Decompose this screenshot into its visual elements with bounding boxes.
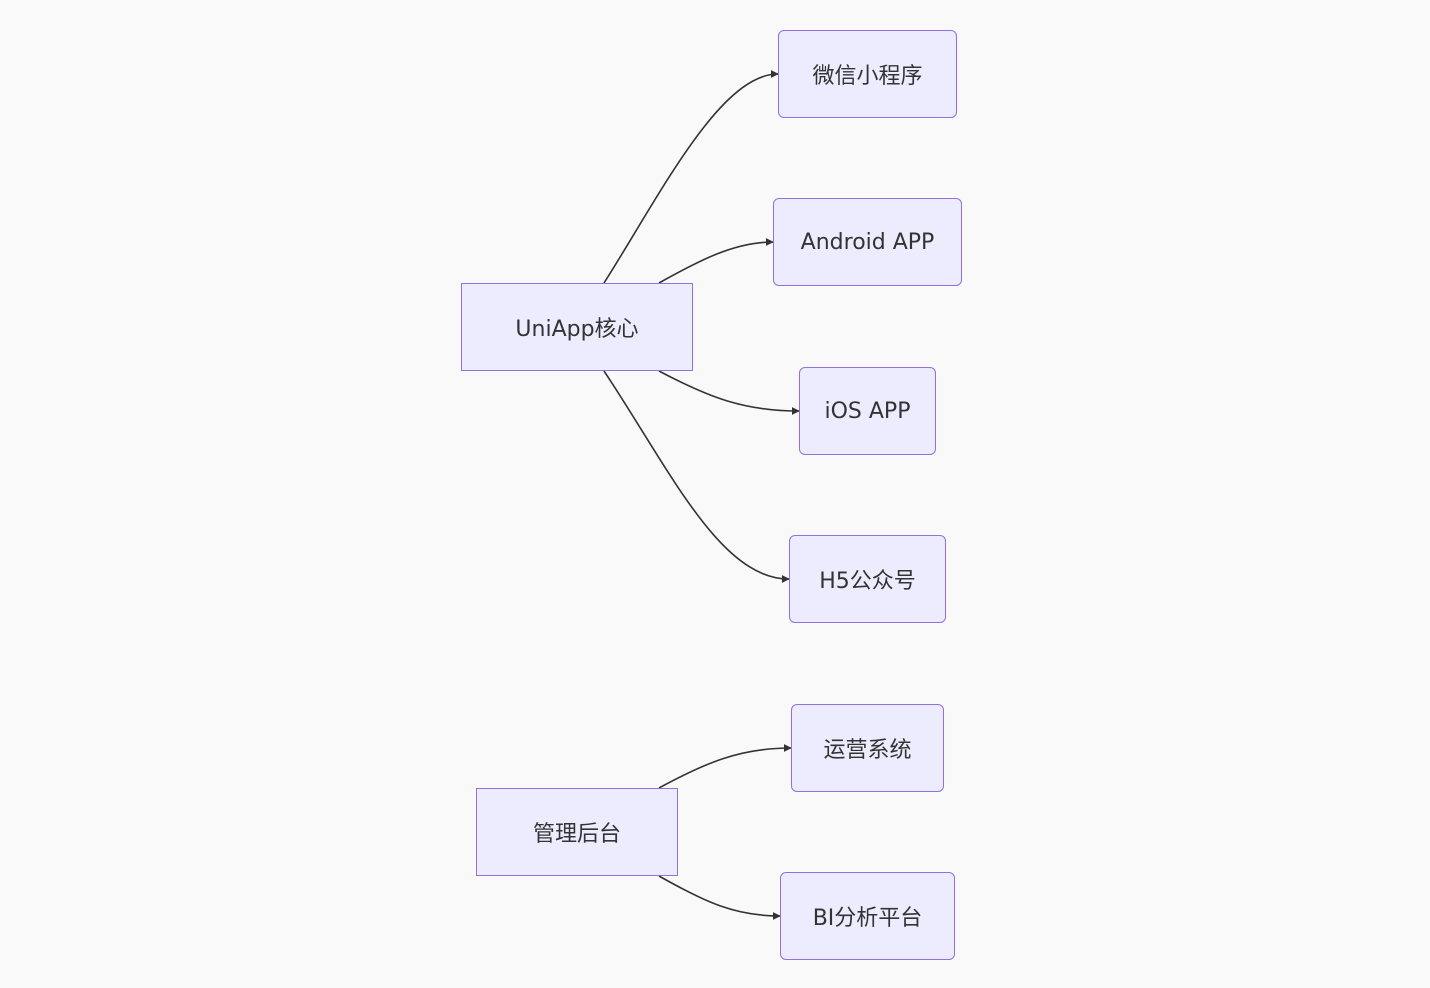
node-android-app: Android APP <box>773 198 962 286</box>
edge-uniapp-to-android <box>658 238 774 284</box>
edge-uniapp-to-wechat <box>603 70 779 284</box>
node-admin-backend: 管理后台 <box>476 788 678 876</box>
node-uniapp-core: UniApp核心 <box>461 283 693 371</box>
node-h5-public-account: H5公众号 <box>789 535 946 623</box>
node-ios-app: iOS APP <box>799 367 936 455</box>
node-ops-system: 运营系统 <box>791 704 944 792</box>
edge-admin-to-ops <box>658 744 792 789</box>
node-bi-platform: BI分析平台 <box>780 872 955 960</box>
node-wechat-mini-program: 微信小程序 <box>778 30 957 118</box>
edge-admin-to-bi <box>658 875 781 920</box>
edge-uniapp-to-ios <box>658 370 800 415</box>
edge-uniapp-to-h5 <box>603 370 790 583</box>
